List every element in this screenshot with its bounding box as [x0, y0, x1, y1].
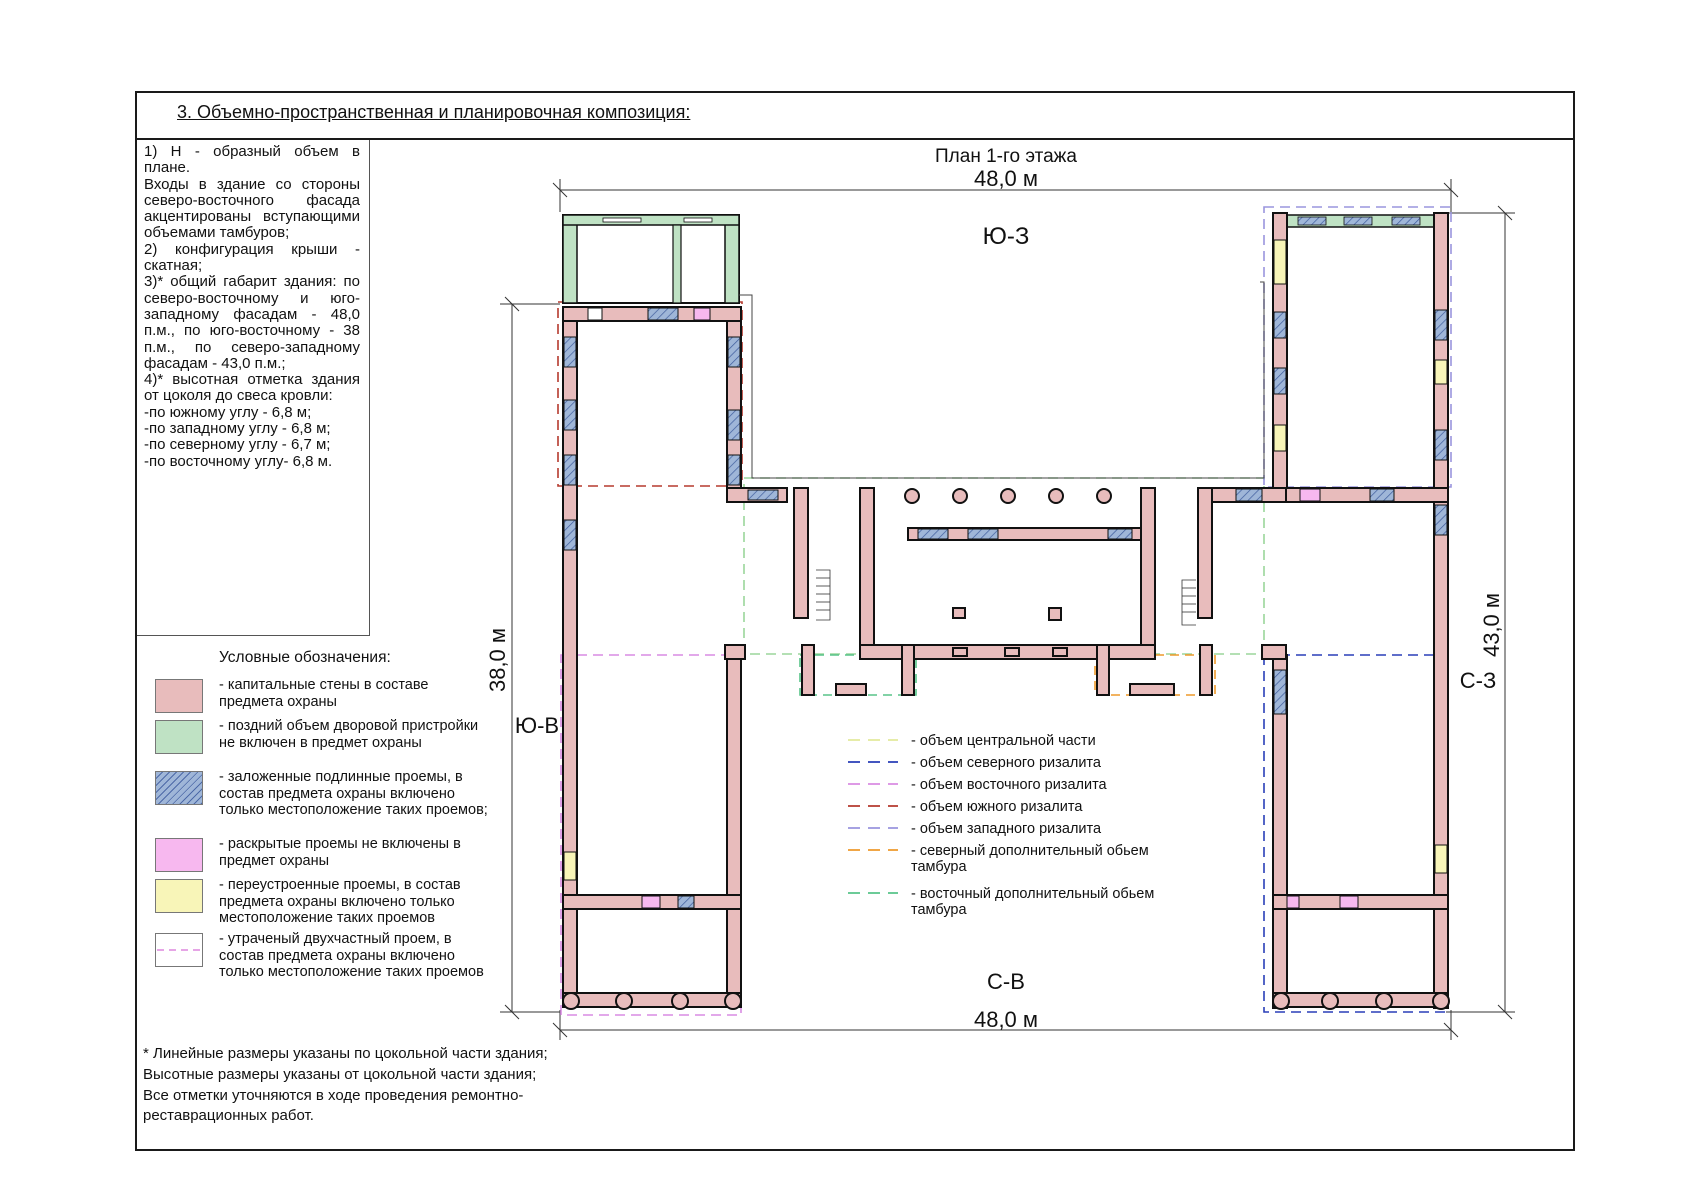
- orientation-right: С-З: [1460, 668, 1497, 693]
- description-line: 4)* высотная отметка здания от цоколя до…: [144, 371, 360, 405]
- drawing-sheet: 3. Объемно-пространственная и планировоч…: [135, 91, 1575, 1151]
- vestibules: [801, 644, 1213, 696]
- dimension-top: 48,0 м: [974, 166, 1038, 191]
- description-line: Входы в здание со стороны северо-восточн…: [144, 175, 360, 242]
- line-legend: - объем центральной части - объем северн…: [848, 733, 1154, 918]
- legend-text: - заложенные подлинные проемы, в состав …: [219, 769, 488, 818]
- north-risalit-outline: [1263, 654, 1449, 1013]
- plan-title: План 1-го этажа: [935, 146, 1077, 167]
- legend-swatch-hatch: [155, 771, 203, 805]
- description-box: 1) Н - образный объем в плане. Входы в з…: [137, 140, 370, 636]
- sheet-title: 3. Объемно-пространственная и планировоч…: [177, 102, 691, 122]
- description-line: -по южному углу - 6,8 м;: [144, 403, 312, 421]
- west-risalit-outline: [1263, 206, 1452, 488]
- legend-text: - переустроенные проемы, в состав предме…: [219, 877, 461, 926]
- legend-swatch-dashed: [155, 933, 203, 967]
- description-line: -по западному углу - 6,8 м;: [144, 420, 331, 438]
- stairs: [816, 569, 1196, 626]
- description-line: 2) конфигурация крыши - скатная;: [144, 240, 360, 275]
- legend-swatch: [155, 720, 203, 754]
- legend-title: Условные обозначения:: [219, 649, 391, 666]
- footnote-line: * Линейные размеры указаны по цокольной …: [143, 1045, 548, 1062]
- footnote-line: Все отметки уточняются в ходе проведения…: [143, 1086, 524, 1125]
- dimension-bottom: 48,0 м: [974, 1007, 1038, 1032]
- legend-text: - поздний объем дворовой пристройки не в…: [219, 718, 479, 751]
- legend-text: - капитальные стены в составе предмета о…: [219, 677, 429, 710]
- dimension-lines: [500, 179, 1515, 1040]
- line-legend-text: - объем западного ризалита: [911, 821, 1102, 837]
- footnote: * Линейные размеры указаны по цокольной …: [143, 1044, 603, 1127]
- description-text: 1) Н - образный объем в плане. Входы в з…: [144, 143, 360, 470]
- columns: [562, 488, 1450, 1010]
- line-legend-text: - объем восточного ризалита: [911, 777, 1108, 793]
- orientation-bottom: С-В: [987, 969, 1025, 994]
- line-legend-text: - объем центральной части: [911, 733, 1096, 749]
- late-annex: [562, 214, 1439, 304]
- orientation-top: Ю-З: [983, 223, 1030, 250]
- east-risalit-outline: [560, 654, 742, 1016]
- description-line: -по восточному углу- 6,8 м.: [144, 452, 333, 470]
- legend-swatch: [155, 838, 203, 872]
- footnote-line: Высотные размеры указаны от цокольной ча…: [143, 1065, 537, 1083]
- courtyard-outline: [739, 281, 1265, 479]
- dimension-right: 43,0 м: [1479, 593, 1504, 657]
- legend-swatch: [155, 679, 203, 713]
- orientation-left: Ю-В: [515, 713, 559, 738]
- legend-text: - раскрытые проемы не включены в предмет…: [219, 836, 461, 869]
- dimension-left: 38,0 м: [485, 628, 510, 692]
- openings: [563, 239, 1448, 909]
- legend-swatch: [155, 879, 203, 913]
- volume-outlines: [557, 206, 1452, 1016]
- south-risalit-outline: [557, 301, 743, 487]
- line-legend-text: - объем северного ризалита: [911, 755, 1102, 771]
- description-line: 1) Н - образный объем в плане.: [144, 143, 360, 177]
- description-line: 3)* общий габарит здания: по северо-вост…: [144, 273, 360, 372]
- central-volume-outline: [743, 477, 1265, 655]
- line-legend-text: - объем южного ризалита: [911, 799, 1083, 815]
- description-line: -по северному углу - 6,7 м;: [144, 436, 331, 454]
- legend-text: - утраченый двухчастный проем, в состав …: [219, 931, 484, 980]
- title-bar: 3. Объемно-пространственная и планировоч…: [137, 93, 1573, 140]
